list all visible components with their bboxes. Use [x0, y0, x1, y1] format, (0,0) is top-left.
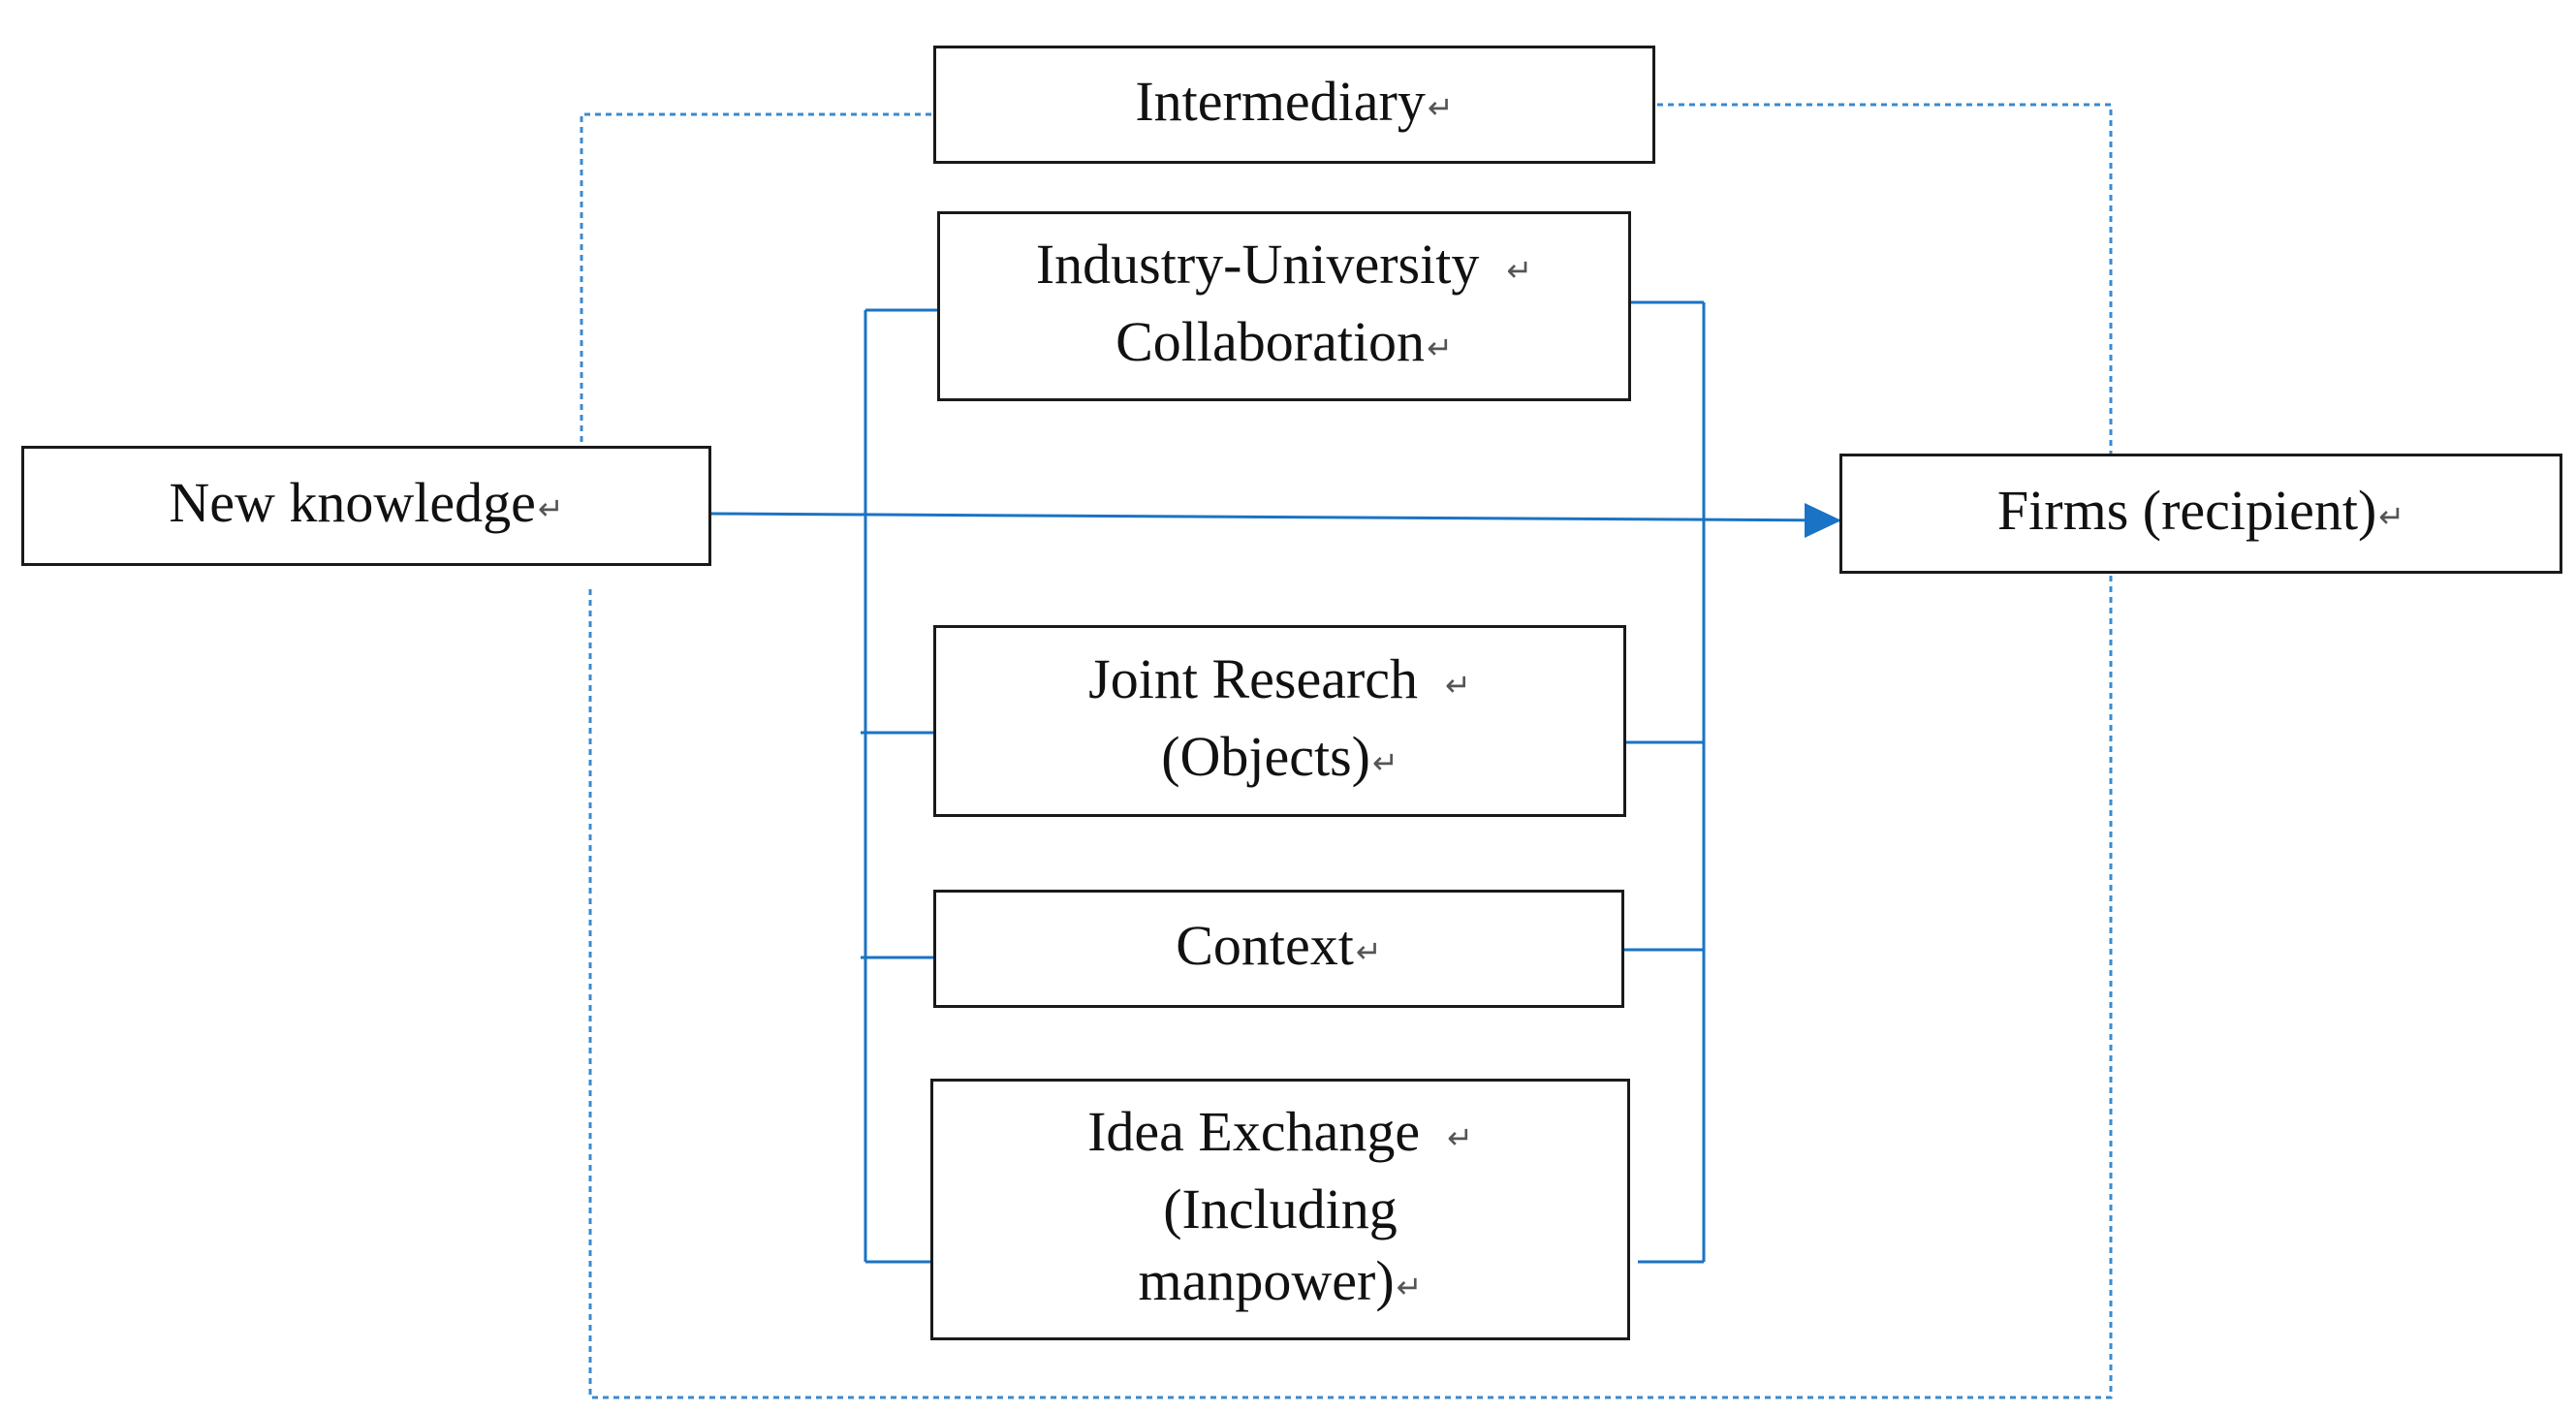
new-knowledge-label: New knowledge↵ — [169, 471, 564, 535]
intermediary-dashed-loop — [580, 103, 2113, 1399]
firms-recipient-label: Firms (recipient)↵ — [1996, 479, 2405, 543]
idea-exchange-box: Idea Exchange↵ (Including manpower)↵ — [930, 1079, 1630, 1340]
paragraph-mark-icon: ↵ — [1355, 932, 1382, 970]
paragraph-mark-icon: ↵ — [1427, 329, 1453, 366]
paragraph-mark-icon: ↵ — [1427, 88, 1454, 126]
new-knowledge-box: New knowledge↵ — [21, 446, 711, 566]
context-box: Context↵ — [933, 890, 1624, 1008]
left-bracket-connector — [861, 308, 938, 1264]
context-label: Context↵ — [1176, 914, 1382, 978]
paragraph-mark-icon: ↵ — [2378, 497, 2405, 535]
intermediary-box: Intermediary↵ — [933, 46, 1655, 164]
idea-exchange-label: Idea Exchange↵ (Including manpower)↵ — [1087, 1100, 1473, 1312]
firms-recipient-box: Firms (recipient)↵ — [1839, 454, 2562, 574]
right-bracket-connector — [1624, 300, 1706, 1264]
joint-research-label: Joint Research↵ (Objects)↵ — [1088, 647, 1471, 788]
intermediary-label: Intermediary↵ — [1135, 70, 1454, 134]
paragraph-mark-icon: ↵ — [1445, 667, 1471, 704]
paragraph-mark-icon: ↵ — [1447, 1119, 1473, 1156]
industry-university-collaboration-label: Industry-University↵ Collaboration↵ — [1035, 233, 1533, 373]
arrowhead-icon — [1805, 503, 1841, 538]
industry-university-collaboration-box: Industry-University↵ Collaboration↵ — [937, 211, 1631, 401]
paragraph-mark-icon: ↵ — [1396, 1268, 1423, 1305]
joint-research-box: Joint Research↵ (Objects)↵ — [933, 625, 1626, 817]
paragraph-mark-icon: ↵ — [1372, 743, 1398, 781]
main-flow-arrow — [710, 512, 1840, 525]
paragraph-mark-icon: ↵ — [537, 489, 564, 527]
paragraph-mark-icon: ↵ — [1506, 252, 1533, 289]
